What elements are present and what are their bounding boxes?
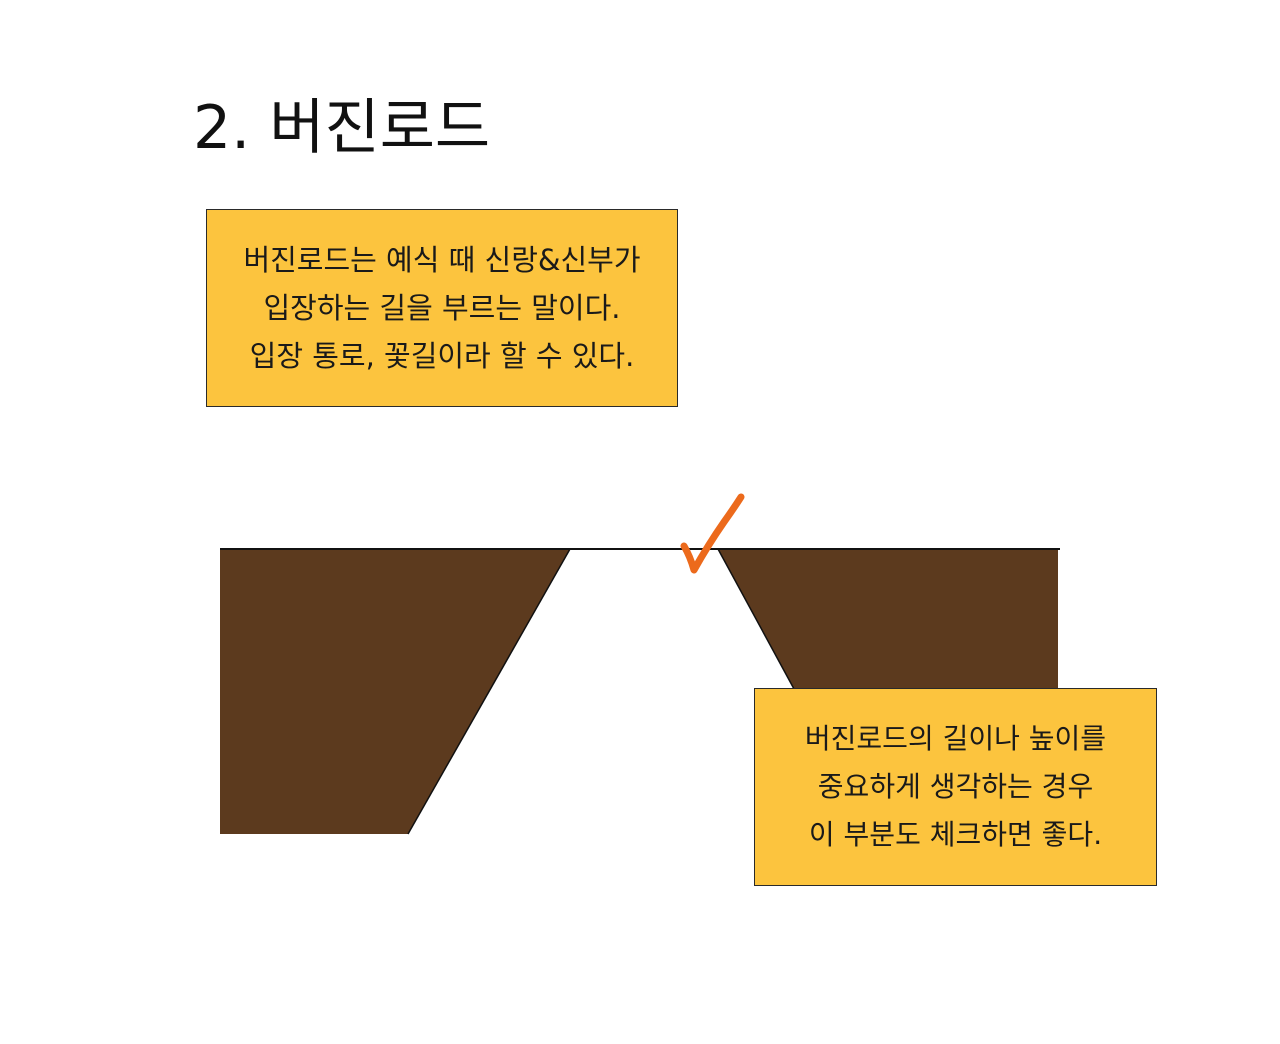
checkmark-icon [680,493,745,574]
virgin-road-height-note: 버진로드의 길이나 높이를 중요하게 생각하는 경우 이 부분도 체크하면 좋다… [754,688,1157,886]
right-slope-edge [717,548,801,701]
left-slope-edge [407,548,571,835]
page-title: 2. 버진로드 [193,93,491,163]
note-line: 이 부분도 체크하면 좋다. [808,818,1103,851]
left-platform [220,549,570,834]
virgin-road-definition-note: 버진로드는 예식 때 신랑&신부가 입장하는 길을 부르는 말이다. 입장 통로… [206,209,678,407]
note-line: 버진로드는 예식 때 신랑&신부가 [243,243,641,277]
note-line: 입장 통로, 꽃길이라 할 수 있다. [249,339,635,373]
note-line: 입장하는 길을 부르는 말이다. [263,291,621,325]
note-line: 중요하게 생각하는 경우 [817,770,1094,803]
right-platform [718,549,1058,700]
note-line: 버진로드의 길이나 높이를 [804,722,1107,755]
